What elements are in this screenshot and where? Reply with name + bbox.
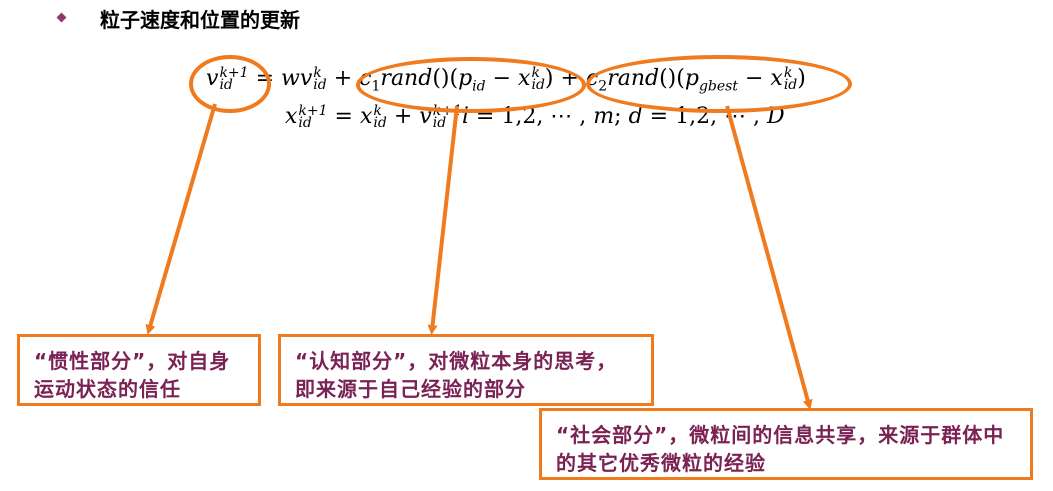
cognitive-term-highlight [356, 57, 586, 113]
arrow-social [725, 105, 813, 410]
inertia-annotation-box: “惯性部分”，对自身运动状态的信任 [17, 334, 261, 406]
cognitive-annotation-box: “认知部分”，对微粒本身的思考，即来源于自己经验的部分 [278, 334, 654, 406]
inertia-term-highlight [189, 55, 271, 113]
slide-title: 粒子速度和位置的更新 [100, 8, 300, 32]
social-term-highlight [586, 55, 852, 113]
arrow-inertia [145, 103, 217, 335]
arrow-cognitive [427, 105, 459, 335]
social-annotation-box: “社会部分”，微粒间的信息共享，来源于群体中的其它优秀微粒的经验 [539, 408, 1033, 480]
